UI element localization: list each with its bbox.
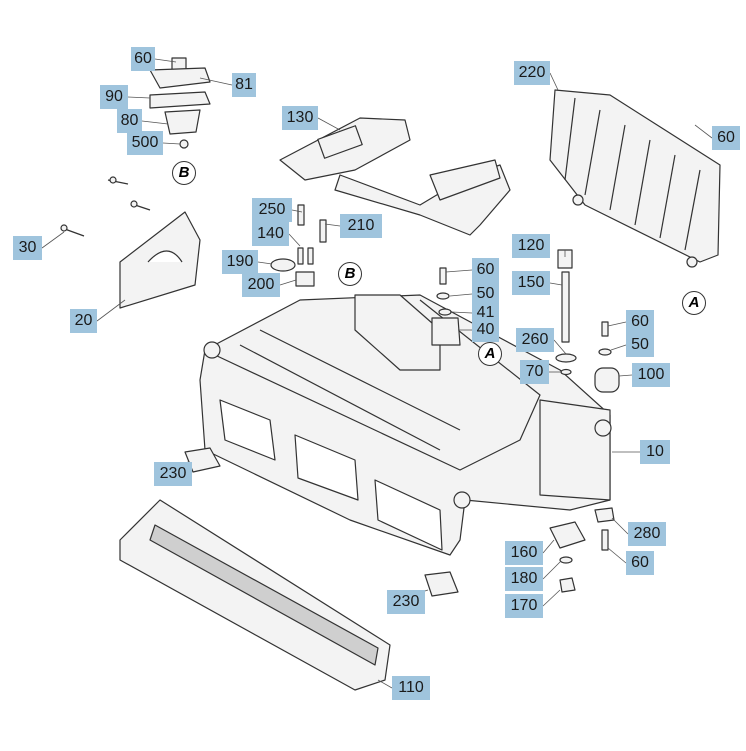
callout-500: 500	[127, 131, 163, 155]
callout-190: 190	[222, 250, 258, 274]
callout-140: 140	[252, 222, 289, 246]
callout-60-top: 60	[131, 47, 155, 71]
callout-260: 260	[516, 328, 554, 352]
spindle-parts	[555, 249, 620, 393]
callout-90: 90	[100, 85, 128, 109]
callout-200: 200	[242, 273, 280, 297]
callout-160: 160	[505, 541, 543, 565]
callout-280: 280	[628, 522, 666, 546]
switch-subassembly	[149, 57, 211, 149]
callout-120: 120	[512, 234, 550, 258]
callout-40: 40	[472, 318, 499, 342]
bracket-parts-mid	[431, 267, 461, 346]
callout-100: 100	[632, 363, 670, 387]
callout-210: 210	[340, 214, 382, 238]
main-housing-part	[199, 294, 612, 556]
callout-60-right: 60	[712, 126, 740, 150]
callout-60-mid: 60	[472, 258, 499, 282]
callout-60-r2: 60	[626, 310, 654, 334]
callout-81: 81	[232, 73, 256, 97]
callout-70: 70	[520, 360, 549, 384]
view-marker-b-top: B	[172, 161, 196, 185]
tray-part	[119, 499, 391, 691]
callout-30: 30	[13, 236, 42, 260]
callout-80: 80	[117, 109, 142, 133]
bottom-right-parts	[549, 507, 615, 593]
callout-60-bot: 60	[626, 551, 654, 575]
handle-part	[334, 159, 511, 236]
callout-130: 130	[282, 106, 318, 130]
view-marker-a-right: A	[682, 291, 706, 315]
callout-150: 150	[512, 271, 550, 295]
callout-20: 20	[70, 309, 97, 333]
callout-180: 180	[505, 567, 543, 591]
side-panel-part	[549, 89, 721, 268]
callout-250: 250	[252, 198, 292, 222]
callout-230-bot: 230	[387, 590, 425, 614]
view-marker-a-mid: A	[478, 342, 502, 366]
callout-230-left: 230	[154, 462, 192, 486]
side-plate-part	[119, 211, 201, 309]
callout-10: 10	[640, 440, 670, 464]
foot-parts	[184, 447, 459, 597]
callout-50-r2: 50	[626, 333, 654, 357]
callout-170: 170	[505, 594, 543, 618]
view-marker-b-mid: B	[338, 262, 362, 286]
callout-110: 110	[392, 676, 430, 700]
screws-left	[60, 176, 151, 237]
callout-220: 220	[514, 61, 550, 85]
small-parts-mid	[270, 204, 327, 287]
top-cover-part	[279, 117, 411, 181]
